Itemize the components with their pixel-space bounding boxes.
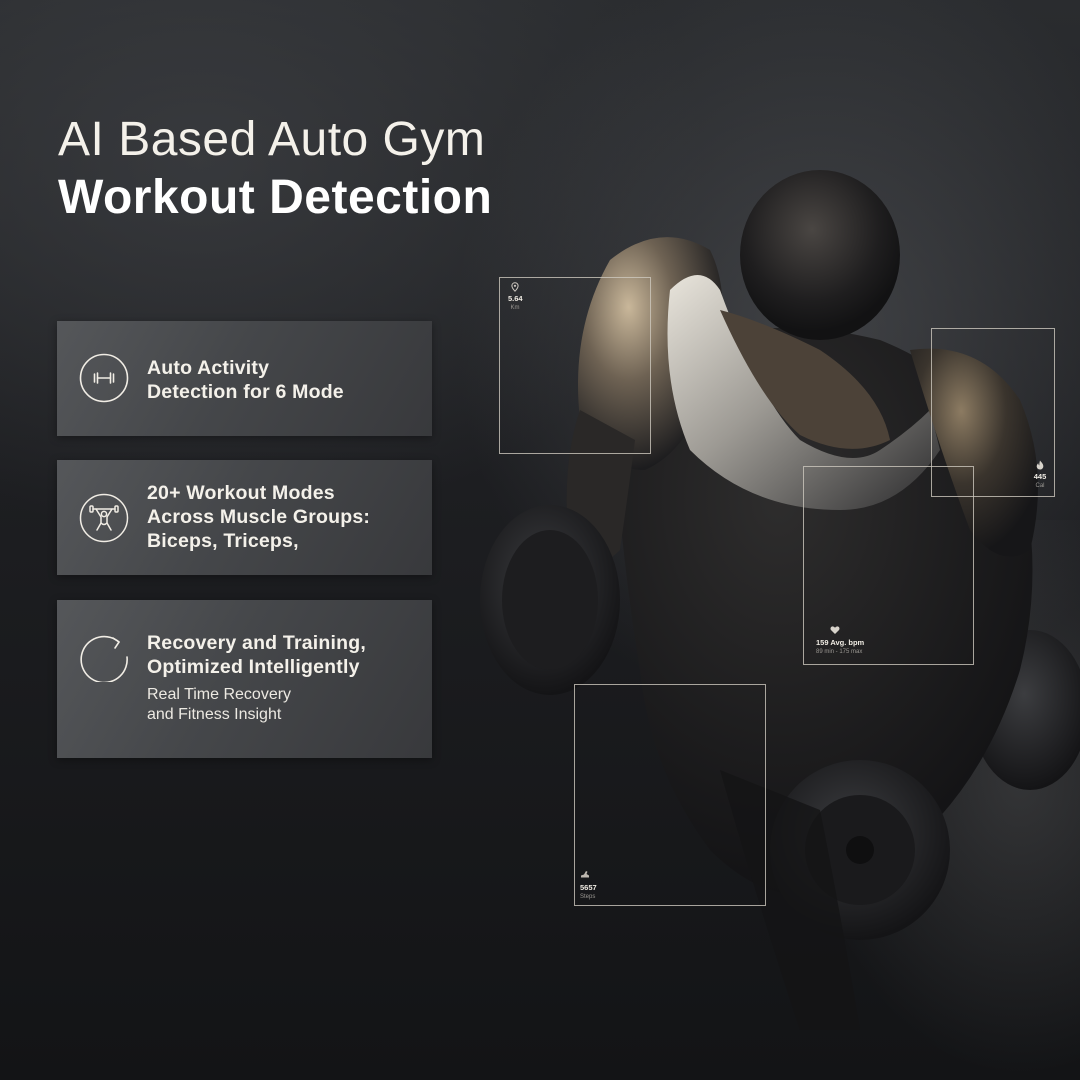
calories-unit: Cal (1035, 483, 1045, 489)
feature-card-recovery-training: Recovery and Training, Optimized Intelli… (57, 600, 432, 758)
metric-frame-heart-rate: 159 Avg. bpm 89 min - 175 max (803, 466, 974, 665)
weightlifter-icon (79, 493, 129, 543)
steps-value: 5657 (580, 883, 597, 892)
title-line-2: Workout Detection (58, 171, 493, 224)
feature-3-headline-line-1: Recovery and Training, (147, 632, 366, 654)
athlete-figure (460, 150, 1080, 1050)
steps-unit: Steps (580, 894, 596, 900)
distance-value: 5.64 (508, 294, 523, 303)
metric-heart-rate: 159 Avg. bpm 89 min - 175 max (816, 625, 864, 656)
heart-rate-range: 89 min - 175 max (816, 649, 863, 655)
metric-frame-steps: 5657 Steps (574, 684, 766, 906)
metric-frame-distance: 5.64 Km (499, 277, 651, 454)
location-pin-icon (510, 282, 520, 292)
headline-block: AI Based Auto Gym Workout Detection (58, 112, 492, 228)
feature-2-headline-line-1: 20+ Workout Modes (147, 482, 335, 504)
flame-icon (1035, 460, 1045, 470)
metric-steps: 5657 Steps (580, 869, 597, 901)
feature-3-headline-line-2: Optimized Intelligently (147, 656, 360, 678)
feature-3-sub-line-2: and Fitness Insight (147, 705, 282, 723)
metric-distance: 5.64 Km (508, 282, 523, 312)
feature-3-sub-line-1: Real Time Recovery (147, 686, 292, 703)
feature-2-headline-line-2: Across Muscle Groups: (147, 506, 371, 528)
metric-frame-calories: 445 Cal (931, 328, 1055, 497)
feature-1-headline-line-1: Auto Activity (147, 357, 270, 379)
feature-2-headline-line-3: Biceps, Triceps, (147, 530, 299, 552)
heart-rate-value: 159 Avg. bpm (816, 638, 865, 647)
feature-1-headline-line-2: Detection for 6 Mode (147, 381, 344, 403)
dumbbell-icon (79, 353, 129, 403)
feature-card-activity-detection: Auto Activity Detection for 6 Mode (57, 321, 432, 436)
shoe-icon (580, 869, 590, 879)
distance-unit: Km (510, 305, 520, 311)
refresh-cycle-icon (79, 632, 129, 682)
title-line-1: AI Based Auto Gym (58, 113, 486, 166)
calories-value: 445 (1033, 472, 1047, 481)
metric-calories: 445 Cal (1032, 460, 1048, 490)
feature-card-workout-modes: 20+ Workout Modes Across Muscle Groups: … (57, 460, 432, 575)
heart-icon (830, 625, 840, 635)
